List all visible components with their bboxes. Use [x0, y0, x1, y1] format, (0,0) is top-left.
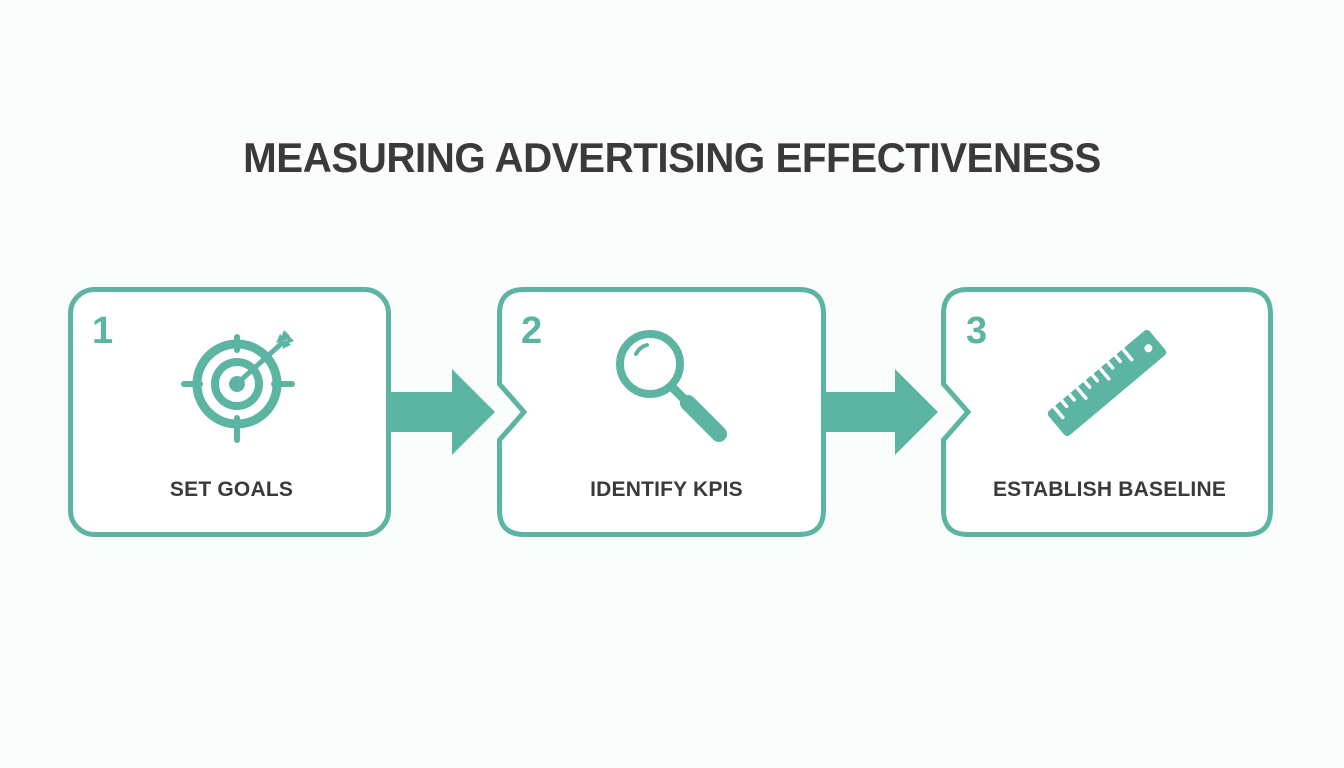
step-1-box — [68, 287, 391, 537]
step-3-label: ESTABLISH BASELINE — [992, 478, 1227, 501]
target-icon — [181, 330, 295, 443]
step-1-label: SET GOALS — [169, 478, 294, 501]
arrow-right-icon — [391, 369, 495, 455]
step-3-number: 3 — [966, 310, 988, 352]
step-2-box — [497, 287, 826, 537]
step-2-number: 2 — [521, 310, 543, 352]
ruler-icon — [1047, 329, 1167, 437]
step-1-number: 1 — [92, 310, 114, 352]
step-3-box — [941, 287, 1273, 537]
diagram-title: MEASURING ADVERTISING EFFECTIVENESS — [243, 134, 1101, 181]
step-2-label: IDENTIFY KPIS — [590, 478, 743, 501]
arrow-right-icon — [826, 369, 938, 455]
magnifying-glass-icon — [616, 330, 727, 442]
